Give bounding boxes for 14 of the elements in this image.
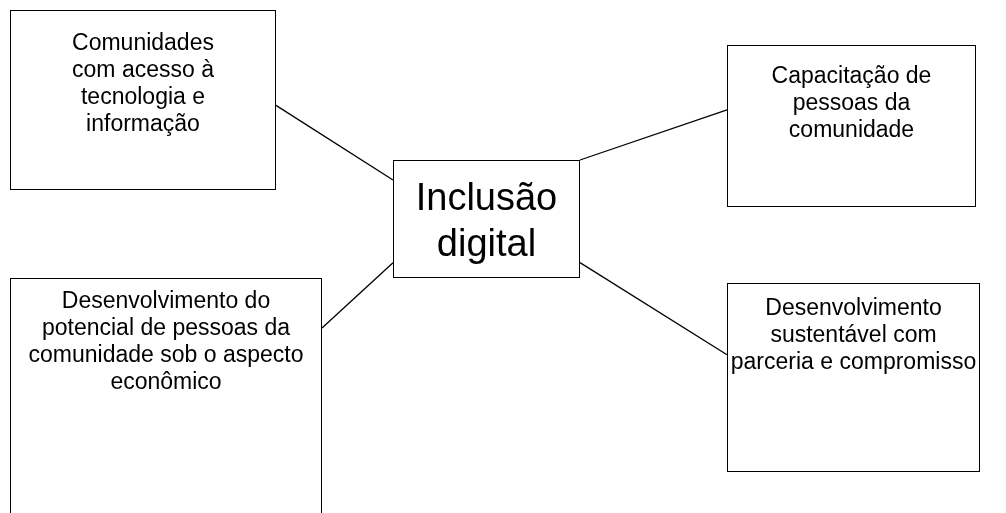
text-box (727, 283, 980, 472)
connector-line (579, 109, 728, 161)
text-box (10, 278, 322, 513)
box-text: Comunidades com acesso à tecnologia e informação (71, 29, 215, 138)
text-box (10, 10, 276, 190)
connector-line (321, 262, 394, 329)
connector-line (275, 104, 394, 181)
box-text: Desenvolvimento do potencial de pessoas da comunidade sob o aspecto econômico (27, 287, 305, 396)
connector-line (579, 262, 728, 356)
text-box (393, 160, 580, 278)
box-text: Desenvolvimento sustentável com parceria e compromisso (729, 294, 978, 376)
text-box (727, 45, 976, 207)
box-text: Capacitação de pessoas da comunidade (770, 62, 933, 144)
box-text: Inclusão digital (414, 175, 559, 266)
